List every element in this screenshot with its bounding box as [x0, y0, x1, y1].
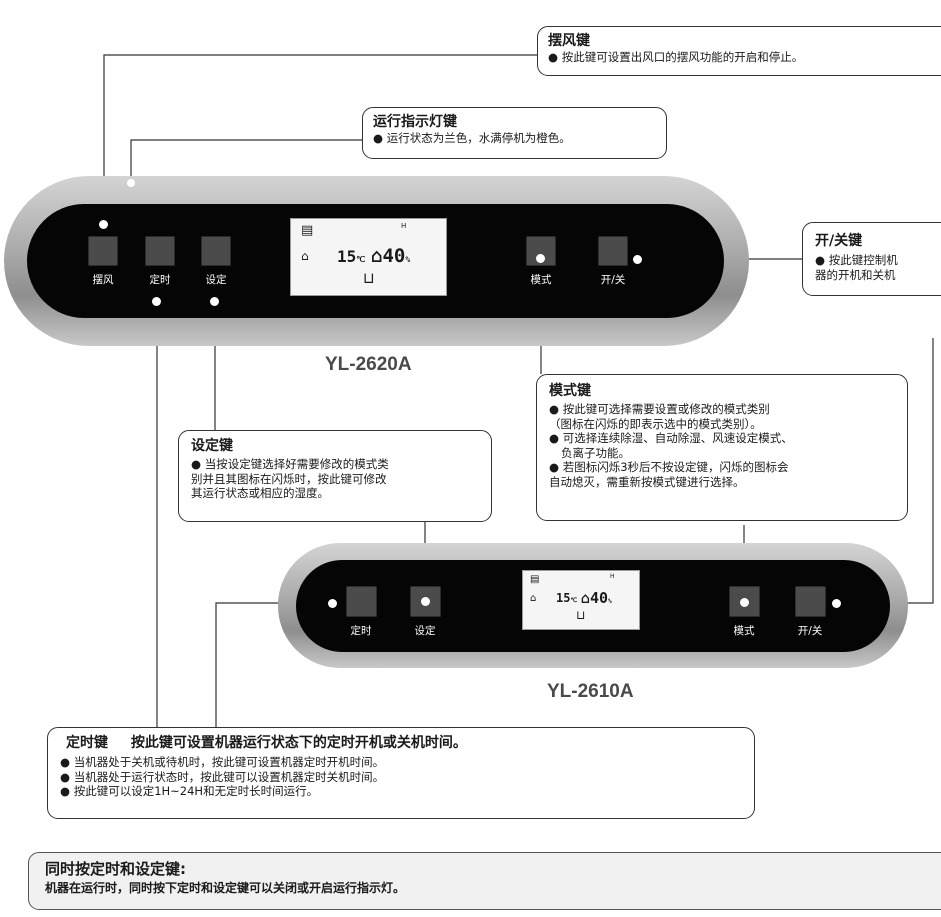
set-button-b-label: 设定 — [414, 625, 436, 637]
power-callout-text-line2: 器的开机和关机 — [815, 267, 896, 282]
timer-button-b-label: 定时 — [350, 625, 372, 637]
humidistat-icon: ▤ — [301, 223, 314, 238]
swing-callout: 摆风键 ● 按此键可设置出风口的摆风功能的开启和停止。 — [537, 26, 941, 76]
lcd-display-b: ▤ H ⌂ 15℃ ⌂40% ⊔ — [522, 570, 640, 630]
water-tank-icon: ⊔ — [576, 608, 586, 622]
home-icon: ⌂ — [301, 249, 309, 263]
mode-callout-line: 负离子功能。 — [561, 445, 630, 460]
power-callout-text-line1: ● 按此键控制机 — [815, 253, 898, 267]
power-pointer-dot-a — [633, 255, 642, 264]
power-button-b[interactable] — [795, 586, 826, 617]
set-callout-line: 其运行状态或相应的湿度。 — [191, 486, 329, 500]
timer-pointer-dot-a — [152, 297, 161, 306]
mode-callout-line: ● 可选择连续除湿、自动除湿、风速设定模式、 — [549, 431, 793, 445]
timer-callout-line: ● 当机器处于关机或待机时，按此键可设置机器定时开机时间。 — [60, 755, 385, 769]
set-callout-title: 设定键 — [191, 438, 233, 454]
indicator-light-a — [127, 179, 135, 187]
indicator-callout-title: 运行指示灯键 — [373, 114, 457, 130]
mode-callout-line: ● 若图标闪烁3秒后不按设定键，闪烁的图标会 — [549, 460, 789, 474]
timer-callout-line: ● 当机器处于运行状态时，按此键可以设置机器定时关机时间。 — [60, 769, 385, 784]
power-pointer-dot-b — [832, 599, 841, 608]
timer-callout-heading: 定时键 按此键可设置机器运行状态下的定时开机或关机时间。 — [66, 735, 754, 752]
power-callout-title: 开/关键 — [815, 233, 863, 249]
lcd-temperature: 15℃ — [556, 591, 578, 605]
timer-button-a-label: 定时 — [149, 274, 171, 286]
lcd-temperature: 15℃ — [337, 247, 366, 266]
set-callout-line: 别并且其图标在闪烁时，按此键可修改 — [191, 471, 387, 486]
indicator-callout-text: ● 运行状态为兰色，水满停机为橙色。 — [373, 131, 571, 145]
timer-callout: 定时键 按此键可设置机器运行状态下的定时开机或关机时间。 ● 当机器处于关机或待… — [47, 727, 755, 819]
mode-pointer-dot-a — [536, 254, 545, 263]
mode-button-b-label: 模式 — [733, 625, 755, 637]
set-button-a[interactable] — [201, 236, 231, 266]
lcd-h-mark: H — [610, 573, 615, 580]
timer-pointer-dot-b — [328, 599, 337, 608]
timer-button-a[interactable] — [145, 236, 175, 266]
humidistat-icon: ▤ — [530, 574, 540, 585]
swing-pointer-dot — [99, 220, 108, 229]
swing-button[interactable] — [88, 236, 118, 266]
mode-button-a-label: 模式 — [530, 274, 552, 286]
power-button-a[interactable] — [598, 236, 628, 266]
mode-pointer-dot-b — [740, 598, 749, 607]
set-pointer-dot-a — [210, 297, 219, 306]
combo-callout-text: 机器在运行时，同时按下定时和设定键可以关闭或开启运行指示灯。 — [45, 881, 406, 895]
power-callout: 开/关键 ● 按此键控制机 器的开机和关机 — [802, 222, 941, 296]
home-icon: ⌂ — [530, 593, 537, 604]
timer-button-b[interactable] — [346, 586, 377, 617]
mode-callout-line: ● 按此键可选择需要设置或修改的模式类别 — [549, 402, 770, 416]
model-label-b: YL-2610A — [547, 681, 634, 702]
power-button-b-label: 开/关 — [797, 625, 823, 637]
swing-callout-text: ● 按此键可设置出风口的摆风功能的开启和停止。 — [548, 50, 804, 64]
lcd-humidity: ⌂40% — [581, 589, 612, 607]
lcd-h-mark: H — [401, 222, 407, 230]
combo-callout-title: 同时按定时和设定键: — [45, 860, 186, 878]
water-tank-icon: ⊔ — [363, 269, 375, 287]
lcd-display-a: ▤ H ⌂ 15℃ ⌂40% ⊔ — [290, 218, 447, 296]
mode-callout: 模式键 ● 按此键可选择需要设置或修改的模式类别 （图标在闪烁的即表示选中的模式… — [536, 374, 908, 521]
mode-callout-line: 自动熄灭，需重新按模式键进行选择。 — [549, 474, 745, 489]
model-label-a: YL-2620A — [325, 354, 412, 375]
combo-callout: 同时按定时和设定键: 机器在运行时，同时按下定时和设定键可以关闭或开启运行指示灯… — [28, 852, 941, 910]
lcd-humidity: ⌂40% — [371, 245, 411, 267]
set-pointer-dot-b — [421, 597, 430, 606]
set-callout-line: ● 当按设定键选择好需要修改的模式类 — [191, 457, 389, 471]
mode-callout-title: 模式键 — [549, 383, 591, 399]
set-button-a-label: 设定 — [205, 274, 227, 286]
indicator-callout: 运行指示灯键 ● 运行状态为兰色，水满停机为橙色。 — [362, 107, 667, 159]
swing-button-label: 摆风 — [92, 274, 114, 286]
timer-callout-subtitle: 按此键可设置机器运行状态下的定时开机或关机时间。 — [130, 735, 467, 751]
timer-callout-title: 定时键 — [66, 735, 108, 751]
timer-callout-line: ● 按此键可以设定1H~24H和无定时长时间运行。 — [60, 784, 319, 798]
power-button-a-label: 开/关 — [600, 274, 626, 286]
mode-callout-line: （图标在闪烁的即表示选中的模式类别）。 — [549, 416, 762, 431]
set-callout: 设定键 ● 当按设定键选择好需要修改的模式类 别并且其图标在闪烁时，按此键可修改… — [178, 430, 492, 522]
swing-callout-title: 摆风键 — [548, 33, 590, 49]
